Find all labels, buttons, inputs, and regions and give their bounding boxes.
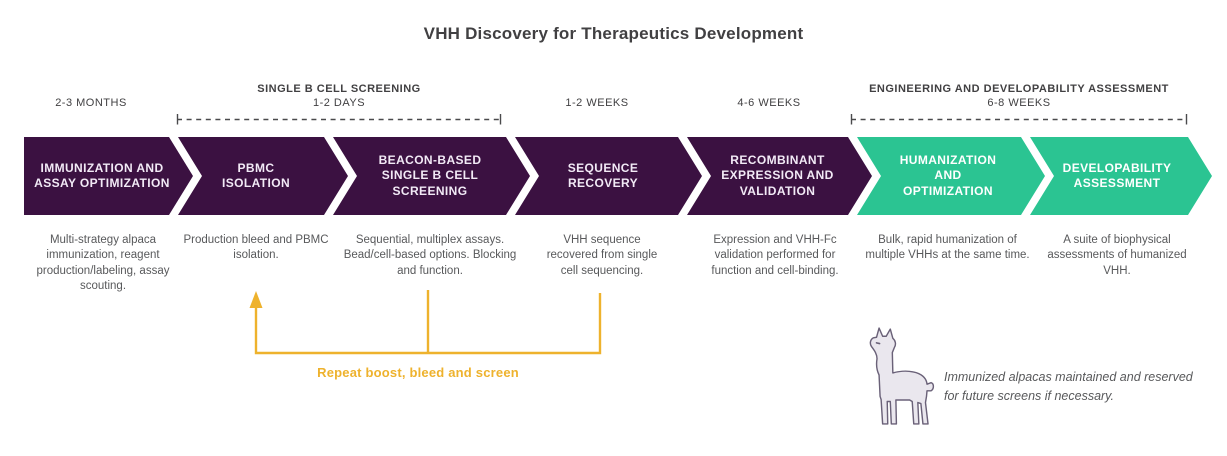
duration-immunization: 2-3 MONTHS	[55, 97, 127, 109]
step-label-immunization: IMMUNIZATION AND ASSAY OPTIMIZATION	[34, 160, 170, 190]
screening-phase-bracket	[176, 114, 502, 125]
process-chevron-band: IMMUNIZATION AND ASSAY OPTIMIZATION PBMC…	[0, 137, 1227, 215]
phase-title-engineering-assessment: ENGINEERING AND DEVELOPABILITY ASSESSMEN…	[869, 83, 1169, 95]
duration-recombinant-expression: 4-6 WEEKS	[737, 97, 801, 109]
step-description-humanization: Bulk, rapid humanization of multiple VHH…	[865, 234, 1030, 262]
chevron-step-3	[333, 137, 530, 215]
chevron-shapes	[24, 137, 1212, 215]
step-label-beacon-screening: BEACON-BASED SINGLE B CELL SCREENING	[378, 152, 482, 198]
repeat-arrowhead-icon	[249, 291, 263, 308]
phase-title-single-b-cell-screening: SINGLE B CELL SCREENING	[257, 83, 421, 95]
repeat-loop-label: Repeat boost, bleed and screen	[317, 365, 519, 380]
step-label-pbmc-isolation: PBMC ISOLATION	[221, 160, 291, 190]
step-description-sequence-recovery: VHH sequence recovered from single cell …	[546, 234, 658, 277]
alpaca-note: Immunized alpacas maintained and reserve…	[944, 370, 1193, 404]
duration-single-b-cell-screening: 1-2 DAYS	[312, 97, 366, 109]
chevron-step-7	[1030, 137, 1212, 215]
chevron-step-6	[857, 137, 1045, 215]
step-description-immunization: Multi-strategy alpaca immunization, reag…	[36, 234, 170, 293]
repeat-loop-arrow	[254, 290, 602, 355]
step-description-beacon-screening: Sequential, multiplex assays. Bead/cell-…	[343, 234, 517, 277]
chevron-step-5	[687, 137, 872, 215]
duration-sequence-recovery: 1-2 WEEKS	[565, 97, 629, 109]
page-title: VHH Discovery for Therapeutics Developme…	[423, 24, 804, 43]
alpaca-icon	[864, 324, 938, 431]
step-description-recombinant-expression: Expression and VHH-Fc validation perform…	[711, 234, 839, 277]
chevron-step-2	[178, 137, 348, 215]
chevron-step-1	[24, 137, 193, 215]
step-label-developability: DEVELOPABILITY ASSESSMENT	[1062, 160, 1172, 190]
duration-engineering-assessment: 6-8 WEEKS	[987, 97, 1051, 109]
step-description-developability: A suite of biophysical assessments of hu…	[1047, 234, 1187, 277]
engineering-phase-bracket	[850, 114, 1188, 125]
step-label-humanization: HUMANIZATION AND OPTIMIZATION	[899, 152, 997, 198]
chevron-step-4	[515, 137, 702, 215]
step-label-sequence-recovery: SEQUENCE RECOVERY	[567, 160, 639, 190]
step-description-pbmc-isolation: Production bleed and PBMC isolation.	[183, 234, 329, 262]
alpaca-eye	[875, 342, 881, 345]
step-label-recombinant-expression: RECOMBINANT EXPRESSION AND VALIDATION	[721, 152, 834, 198]
